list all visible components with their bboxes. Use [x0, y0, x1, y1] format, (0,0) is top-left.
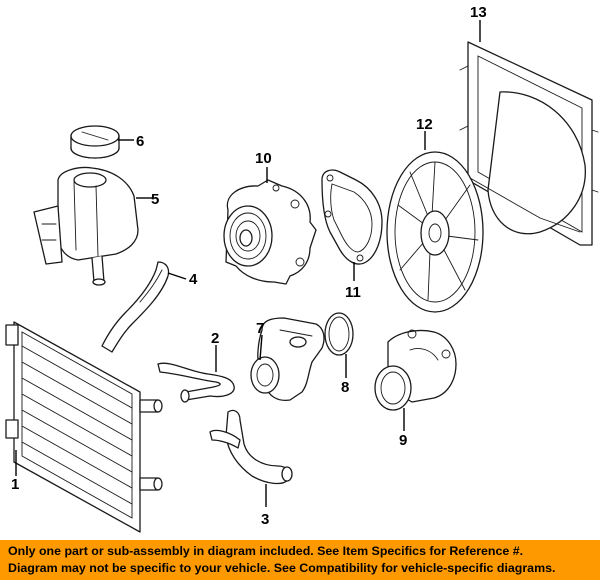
thermostat-housing [250, 317, 325, 402]
water-pump [223, 179, 317, 285]
callout-8: 8 [341, 379, 349, 396]
callout-12: 12 [416, 116, 433, 133]
parts-diagram: 1 2 3 4 5 6 7 8 9 10 11 12 13 [5, 4, 599, 533]
o-ring [324, 312, 354, 356]
callout-6: 6 [136, 133, 144, 150]
callout-13: 13 [470, 4, 487, 21]
callout-2: 2 [211, 330, 219, 347]
lower-hose [157, 362, 235, 403]
pump-gasket [321, 169, 383, 265]
coolant-reservoir [33, 166, 139, 286]
callout-7: 7 [256, 320, 264, 337]
callout-11: 11 [345, 284, 361, 301]
radiator [5, 321, 163, 533]
leader-lines [15, 20, 481, 507]
disclaimer-line-1: Only one part or sub-assembly in diagram… [8, 544, 524, 558]
reservoir-hose [101, 261, 170, 353]
callout-5: 5 [151, 191, 159, 208]
reservoir-cap [70, 125, 120, 159]
callout-3: 3 [261, 511, 269, 528]
callout-10: 10 [255, 150, 272, 167]
disclaimer-line-2: Diagram may not be specific to your vehi… [8, 561, 556, 575]
fan-shroud [459, 41, 599, 246]
fan-assembly [386, 151, 484, 313]
callout-9: 9 [399, 432, 407, 449]
bypass-hose [209, 409, 293, 485]
disclaimer-banner: Only one part or sub-assembly in diagram… [0, 540, 600, 580]
water-outlet [374, 329, 457, 411]
callout-1: 1 [11, 476, 19, 493]
callout-4: 4 [189, 271, 198, 288]
